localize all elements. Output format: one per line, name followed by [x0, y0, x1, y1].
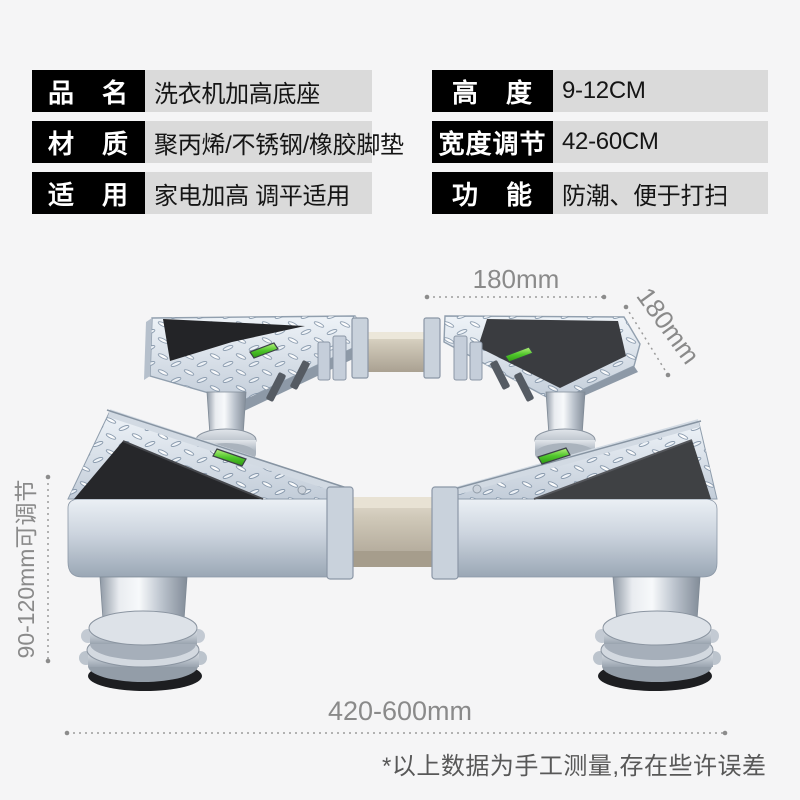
spec-label: 高 度	[432, 70, 553, 112]
spec-label: 材 质	[32, 121, 145, 163]
platform-front-right	[449, 419, 718, 578]
spec-label: 品 名	[32, 70, 145, 112]
level-indicator	[537, 447, 571, 465]
front-leg-right	[593, 576, 721, 691]
dimension-line-endpoints	[45, 294, 728, 736]
dimension-label-side-depth: 180mm	[631, 282, 706, 370]
back-tube	[351, 317, 441, 379]
spec-value: 9-12CM	[553, 70, 768, 112]
rubber-pad-back-left	[163, 319, 305, 361]
spec-row-function: 功 能 防潮、便于打扫	[432, 172, 768, 214]
spec-table-left: 品 名 洗衣机加高底座 材 质 聚丙烯/不锈钢/橡胶脚垫 适 用 家电加高 调平…	[32, 70, 404, 214]
front-leg-left	[79, 576, 207, 691]
front-tube	[326, 486, 459, 580]
spec-row-material: 材 质 聚丙烯/不锈钢/橡胶脚垫	[32, 121, 404, 163]
spec-value: 聚丙烯/不锈钢/橡胶脚垫	[145, 121, 404, 163]
dimension-line-diagonal	[625, 306, 669, 376]
platform-front-left	[67, 409, 351, 578]
level-indicator	[212, 448, 247, 467]
spec-table-right: 高 度 9-12CM 宽度调节 42-60CM 功 能 防潮、便于打扫	[432, 70, 768, 214]
dimension-label-top-width: 180mm	[473, 264, 560, 294]
rubber-pad-back-right	[478, 319, 626, 388]
spec-label: 功 能	[432, 172, 553, 214]
spec-row-height: 高 度 9-12CM	[432, 70, 768, 112]
platform-back-left	[144, 315, 374, 411]
dimension-label-bottom-width: 420-600mm	[328, 696, 472, 726]
rubber-pad-front-right	[534, 440, 711, 499]
spec-value: 42-60CM	[553, 121, 768, 163]
spec-label: 宽度调节	[432, 121, 553, 163]
spec-value: 洗衣机加高底座	[145, 70, 372, 112]
spec-row-width-adjust: 宽度调节 42-60CM	[432, 121, 768, 163]
spec-label: 适 用	[32, 172, 145, 214]
spec-row-product-name: 品 名 洗衣机加高底座	[32, 70, 372, 112]
rubber-pad-front-left	[74, 441, 263, 499]
level-indicator	[249, 342, 279, 359]
spec-row-usage: 适 用 家电加高 调平适用	[32, 172, 372, 214]
spec-value: 家电加高 调平适用	[145, 172, 372, 214]
dimension-label-height-range: 90-120mm可调节	[13, 480, 39, 659]
footnote: *以上数据为手工测量,存在些许误差	[382, 753, 767, 780]
back-leg-right	[534, 391, 596, 470]
level-indicator	[504, 346, 534, 363]
platform-back-right	[443, 315, 641, 410]
spec-value: 防潮、便于打扫	[553, 172, 768, 214]
